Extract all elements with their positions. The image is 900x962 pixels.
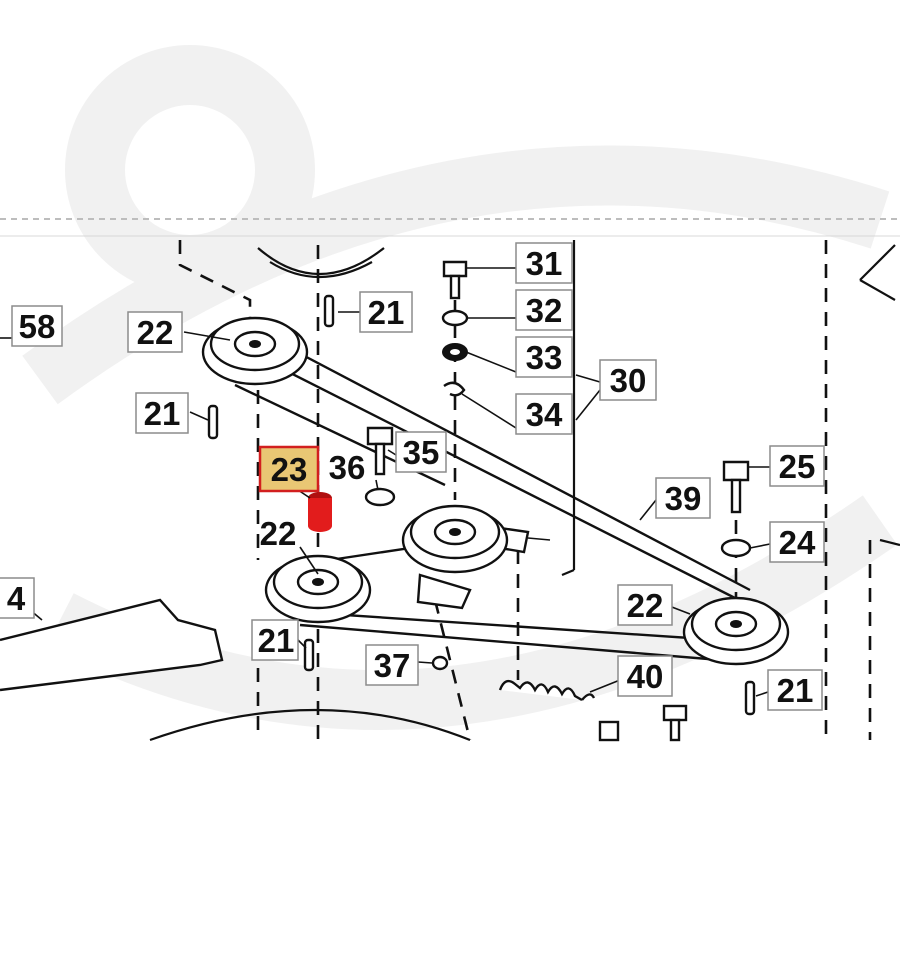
label-39: 39 (665, 480, 702, 517)
hardware (207, 260, 756, 742)
callout-35: 35 (395, 431, 447, 473)
label-40: 40 (627, 658, 664, 695)
label-21-right: 21 (777, 672, 814, 709)
callout-22-upper: 22 (127, 311, 183, 353)
callout-40: 40 (617, 655, 673, 697)
callout-31: 31 (515, 242, 573, 284)
label-21-left: 21 (144, 395, 181, 432)
callout-21-lower: 21 (251, 619, 299, 661)
label-4: 4 (7, 580, 26, 617)
callout-21-right: 21 (767, 669, 823, 711)
label-22-lower: 22 (260, 515, 297, 552)
spring (498, 679, 596, 702)
label-58: 58 (19, 308, 56, 345)
callout-23-highlighted: 23 (258, 445, 320, 493)
callout-24: 24 (769, 521, 825, 563)
callout-34: 34 (515, 393, 573, 435)
deck-bracket (0, 598, 224, 692)
pulley-center (401, 504, 509, 574)
label-33: 33 (526, 339, 563, 376)
label-21-top: 21 (368, 294, 405, 331)
label-35: 35 (403, 434, 440, 471)
label-36: 36 (329, 449, 366, 486)
callout-21-top: 21 (359, 291, 413, 333)
callout-32: 32 (515, 289, 573, 331)
drive-belt (234, 328, 751, 662)
pulley-lower-left (264, 554, 372, 624)
label-34: 34 (526, 396, 563, 433)
callout-4: 4 (0, 577, 35, 619)
label-24: 24 (779, 524, 816, 561)
deck-outlines (149, 244, 900, 742)
label-31: 31 (526, 245, 563, 282)
label-25: 25 (779, 448, 816, 485)
label-22-right: 22 (627, 587, 664, 624)
pulley-upper-left (201, 316, 309, 386)
spacer-highlighted (308, 492, 332, 532)
callout-22-lower: 22 (260, 515, 297, 552)
callout-37: 37 (365, 644, 419, 686)
callout-33: 33 (515, 336, 573, 378)
pulley-right (682, 596, 790, 666)
callout-36: 36 (329, 449, 366, 486)
label-30: 30 (610, 362, 647, 399)
label-32: 32 (526, 292, 563, 329)
cut-line (0, 218, 900, 237)
callout-39: 39 (655, 477, 711, 519)
label-37: 37 (374, 647, 411, 684)
callout-22-right: 22 (617, 584, 673, 626)
label-22-upper: 22 (137, 314, 174, 351)
callout-30: 30 (599, 359, 657, 401)
callout-21-left: 21 (135, 392, 189, 434)
label-23: 23 (271, 451, 308, 488)
callout-58: 58 (11, 305, 63, 347)
callout-25: 25 (769, 445, 825, 487)
label-21-lower: 21 (258, 622, 295, 659)
dashed-guides (178, 240, 872, 741)
